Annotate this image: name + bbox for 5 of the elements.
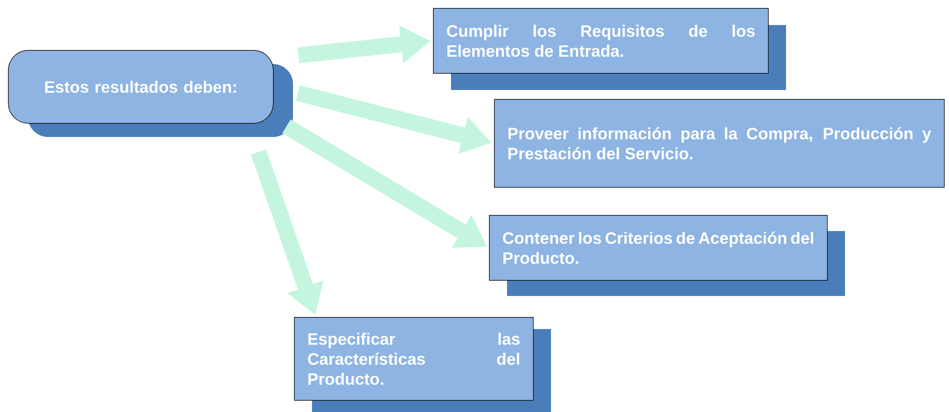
text-box: Proveer información para la Compra, Producción y Prestación del Servicio. (494, 99, 945, 188)
rounded-box: Estos resultados deben: (8, 50, 293, 137)
text-box: Cumplir los Requisitos de los Elementos de Entrada. (433, 8, 786, 90)
text-box: Especificar las Características del Producto. (294, 317, 551, 412)
text-box: Contener los Criterios de Aceptación del Producto. (489, 215, 846, 296)
